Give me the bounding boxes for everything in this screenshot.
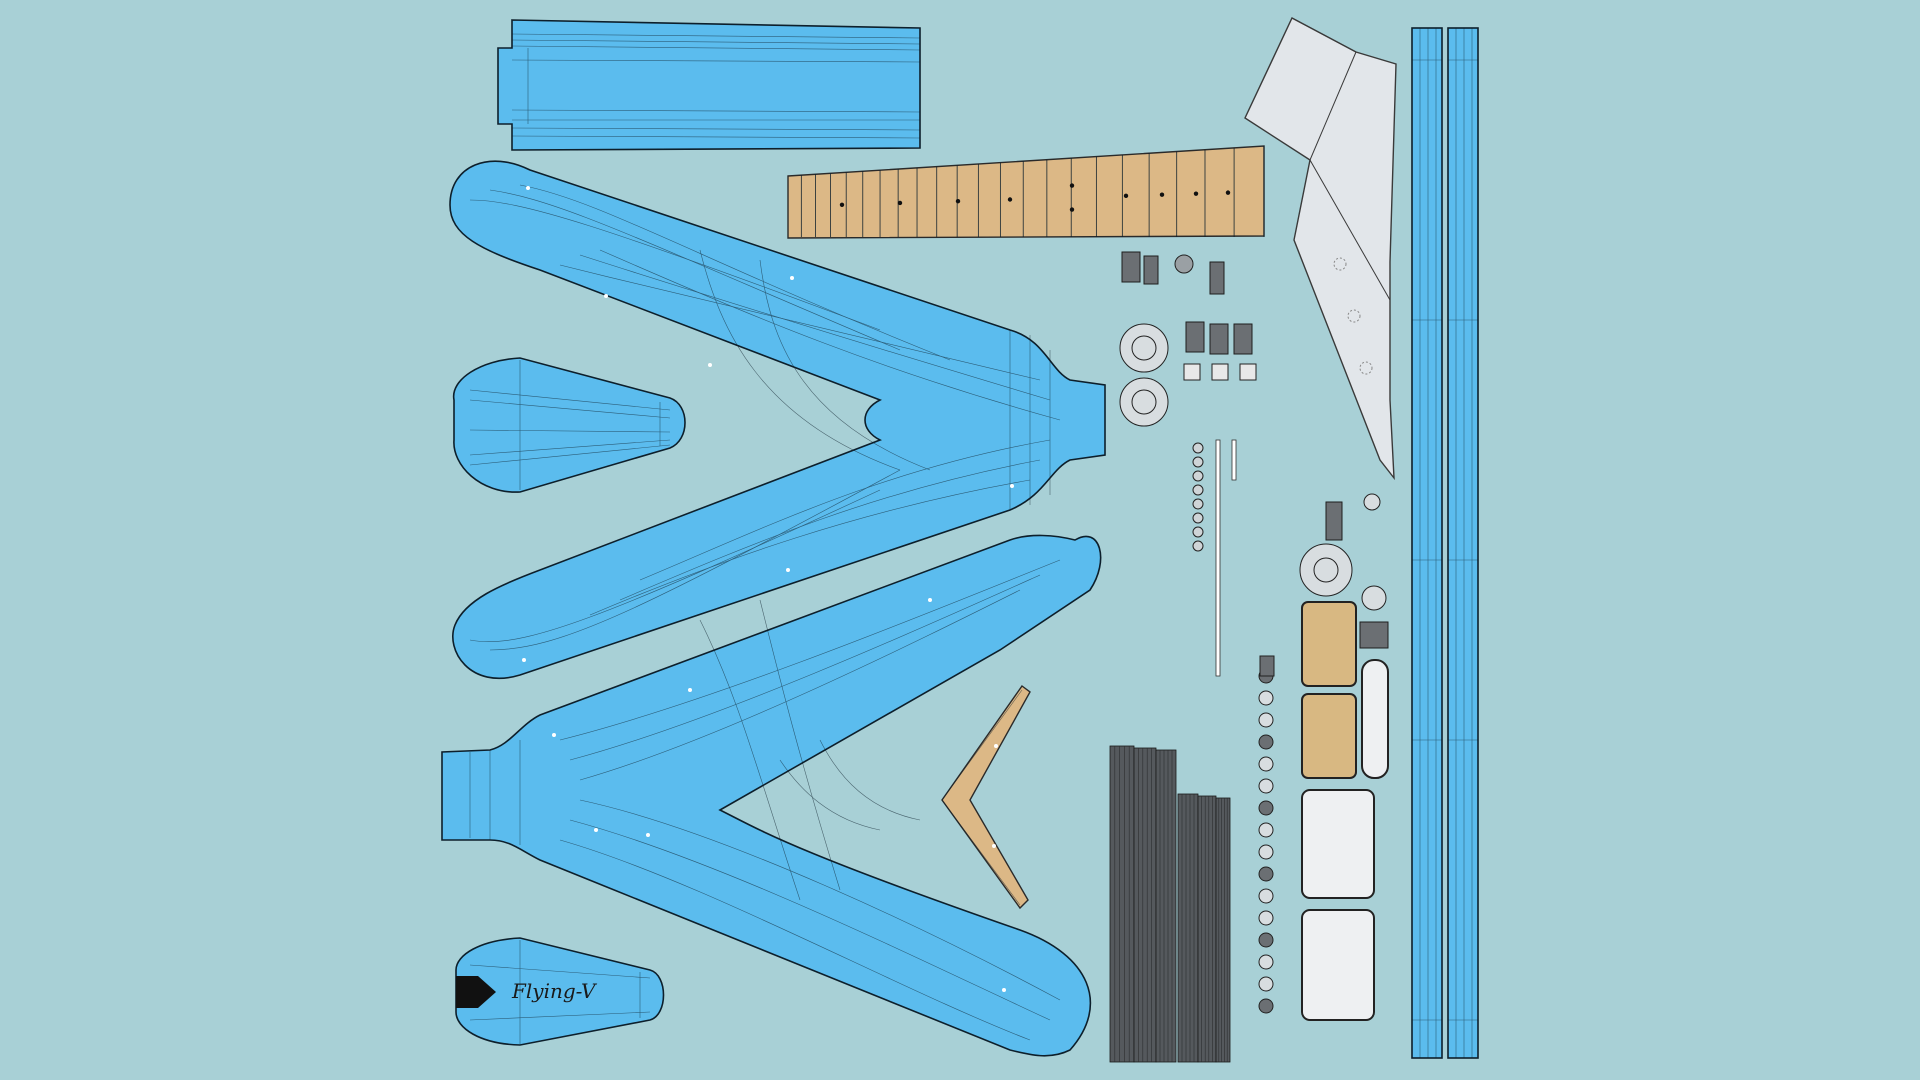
string-cylinder [1197,795,1217,1063]
fret-inlay [1123,193,1129,199]
pickguard [1244,17,1397,481]
screw-part [1192,526,1204,538]
fret-inlay [1193,191,1199,196]
fret-inlay [1069,207,1075,212]
bridge-parts [1299,493,1389,649]
body-inlay-chevron [941,685,1031,910]
binding-strip-left [1411,27,1443,1059]
screw-part [1192,484,1204,496]
screw-part [1192,442,1204,454]
string-cylinder [1109,745,1135,1063]
knob-part [1258,734,1274,750]
screw-part [1192,512,1204,524]
knob-part [1258,822,1274,838]
brand-logo: Flying-V [511,979,598,1003]
fret-inlay [1159,192,1165,197]
headstock-face-wedge: Flying-V [455,937,665,1046]
fret-inlay [955,198,961,204]
knob-part [1258,778,1274,794]
neck-heel-wedge-top [452,357,686,493]
body-top-shell [449,160,1106,680]
string-cylinder [1155,749,1177,1063]
knob-part [1258,976,1274,992]
jack-part [1259,655,1275,677]
tuner-hardware-cluster [1119,251,1257,427]
knob-part [1258,844,1274,860]
screw-part [1192,470,1204,482]
fret-inlay [1225,190,1231,195]
body-back-shell [441,534,1102,1057]
knob-part [1258,998,1274,1014]
string-cylinder [1177,793,1199,1063]
fret-inlay [897,200,903,206]
knob-part [1258,888,1274,904]
spring-strip [1215,439,1221,677]
knob-part [1258,954,1274,970]
spring-strip [1231,439,1237,481]
binding-strip-right [1447,27,1479,1059]
knob-part [1258,866,1274,882]
string-cylinders [1109,745,1231,1063]
knob-part [1258,690,1274,706]
string-cylinder [1133,747,1157,1063]
screw-part [1192,498,1204,510]
screw-part [1192,540,1204,552]
fret-inlay [1069,183,1075,188]
knob-part [1258,932,1274,948]
fretboard [787,145,1265,239]
knob-part [1258,712,1274,728]
knob-part [1258,756,1274,772]
truss-rod-cover [456,976,496,1008]
knob-part [1258,910,1274,926]
headstock-side-strip [497,19,921,151]
knobs-column [1258,655,1275,1014]
pickup-covers [1301,601,1389,1021]
knob-part [1258,800,1274,816]
string-cylinder [1215,797,1231,1063]
fret-inlay [839,202,845,207]
screws-column [1192,439,1237,677]
fret-inlay [1007,197,1013,202]
screw-part [1192,456,1204,468]
